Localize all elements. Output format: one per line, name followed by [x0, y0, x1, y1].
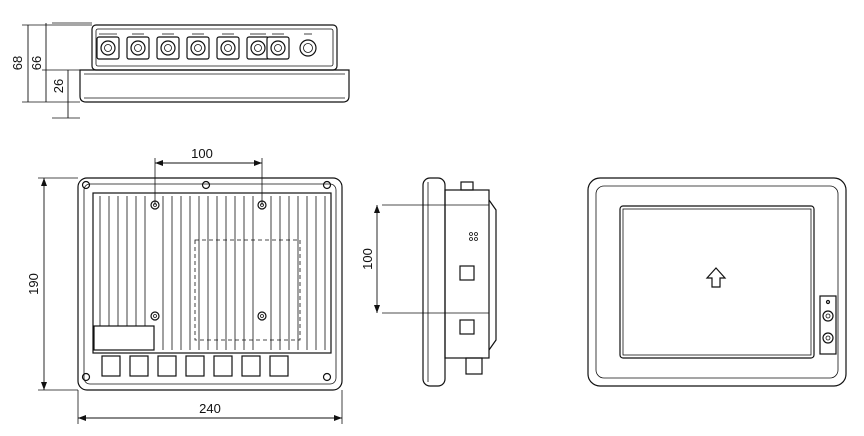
connector: [186, 33, 210, 60]
side-dim-100: 100: [360, 204, 489, 314]
connector: [126, 33, 150, 60]
dim-rear-190: 190: [26, 273, 41, 295]
side-view: 100: [360, 177, 497, 387]
rear-dim-100: 100: [154, 146, 263, 205]
connector: [96, 33, 120, 60]
top-view-connectors: [96, 33, 317, 60]
rear-mount-screws: [150, 200, 267, 321]
dim-top-68: 68: [10, 56, 25, 70]
dim-rear-100: 100: [191, 146, 213, 161]
front-side-panel: [819, 295, 837, 355]
rear-corner-screws: [81, 180, 332, 382]
top-view-dimensions: 68 66 26: [10, 22, 92, 119]
side-bracket-bottom: [459, 319, 475, 335]
dim-top-66: 66: [29, 56, 44, 70]
connector: [216, 33, 240, 60]
rear-view: 100 190 240: [26, 146, 343, 424]
front-screen: [619, 205, 815, 359]
connector: [246, 33, 270, 60]
power-connector: [299, 33, 317, 57]
rear-dim-190: 190: [26, 177, 78, 391]
dim-top-26: 26: [51, 79, 66, 93]
connector: [156, 33, 180, 60]
heatsink-fins: [99, 196, 326, 350]
connector: [266, 33, 290, 60]
rear-dim-240: 240: [77, 390, 343, 424]
dim-side-100: 100: [360, 248, 375, 270]
front-button-upper: [822, 310, 834, 322]
label-plate: [93, 325, 155, 351]
front-view: [587, 177, 847, 387]
heatsink: [92, 192, 332, 354]
top-view-lower-body: [79, 69, 350, 103]
up-arrow-icon: [705, 267, 727, 288]
side-view-bezel: [422, 177, 446, 387]
rear-bottom-connectors: [101, 355, 289, 377]
dim-rear-240: 240: [199, 401, 221, 416]
front-view-outline: [587, 177, 847, 387]
side-bracket-top: [459, 265, 475, 281]
top-view: 68 66 26: [10, 22, 350, 119]
indicator-dot: [825, 299, 831, 305]
rear-view-outline: [77, 177, 343, 391]
front-button-lower: [822, 332, 834, 344]
side-vent: [469, 232, 478, 241]
